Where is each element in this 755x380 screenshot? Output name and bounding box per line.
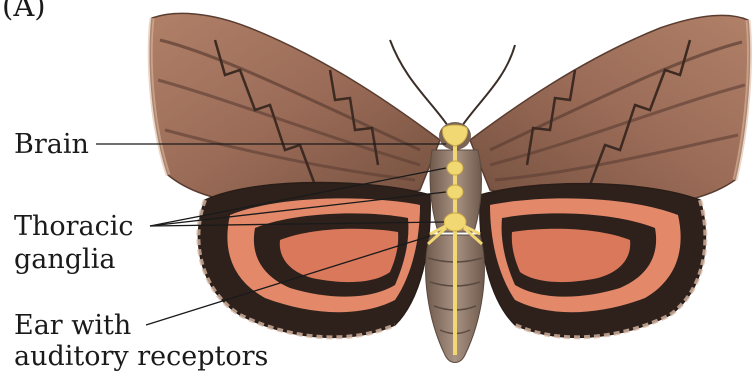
right-hindwing — [480, 184, 706, 338]
ear-label-line2: auditory receptors — [14, 342, 268, 372]
left-hindwing — [198, 183, 430, 338]
thoracic-ganglia-label-line1: Thoracic — [14, 212, 134, 242]
thoracic-ganglion-1 — [447, 161, 463, 175]
ear-label-line1: Ear with — [14, 311, 131, 341]
antennae — [390, 40, 515, 126]
left-forewing — [150, 13, 440, 205]
brain-label: Brain — [14, 130, 89, 160]
thoracic-ganglion-3 — [444, 213, 466, 231]
thoracic-ganglia-label-line2: ganglia — [14, 245, 115, 275]
panel-letter: (A) — [2, 0, 46, 21]
right-forewing — [470, 15, 749, 206]
thoracic-ganglion-2 — [447, 185, 463, 199]
